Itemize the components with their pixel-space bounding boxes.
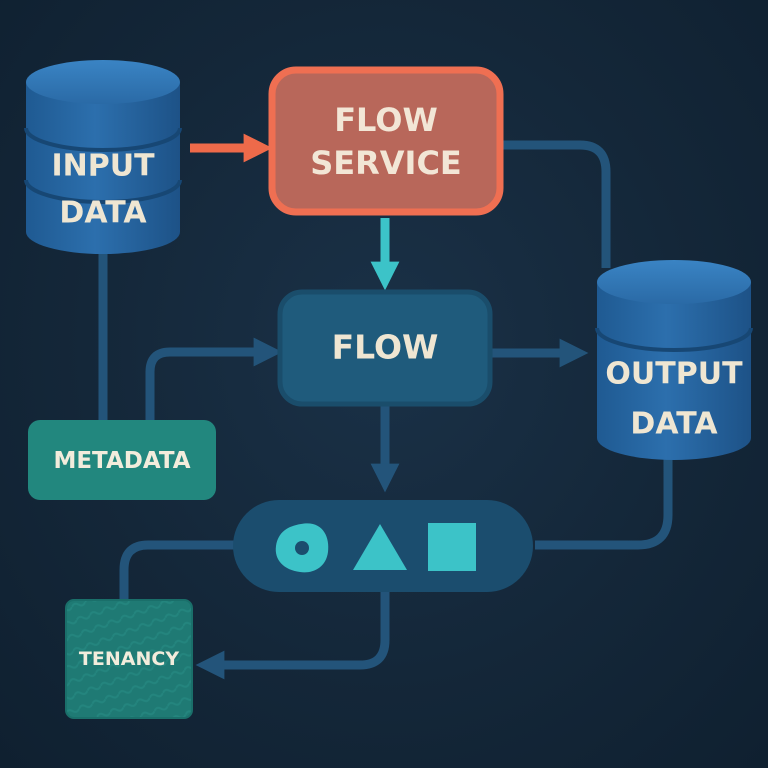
connector-output-to-shapesbar [535, 455, 673, 550]
blob-icon [275, 523, 329, 573]
connector-flowservice-to-output [500, 140, 611, 268]
connector-shapesbar-down-to-tenancy [195, 592, 390, 680]
connector-metadata-to-flow [145, 337, 283, 425]
metadata-label: METADATA [53, 448, 190, 474]
output-data-label-line1: OUTPUT [605, 357, 743, 392]
tenancy-box[interactable]: TENANCY [65, 599, 193, 719]
connectors [98, 133, 673, 680]
connector-shapesbar-to-tenancy [119, 540, 235, 600]
output-data-label-line2: DATA [630, 407, 718, 442]
flow-service-label-line2: SERVICE [310, 144, 462, 182]
tenancy-label: TENANCY [79, 648, 179, 670]
flow-box[interactable]: FLOW [277, 289, 493, 407]
metadata-box[interactable]: METADATA [28, 420, 216, 500]
flow-service-box[interactable]: FLOW SERVICE [268, 66, 504, 216]
flow-label: FLOW [332, 328, 439, 367]
input-data-label-line2: DATA [59, 196, 147, 231]
triangle-icon [353, 524, 407, 570]
square-icon [428, 523, 476, 571]
input-data-database[interactable]: INPUT DATA [24, 60, 182, 254]
shapes-bar[interactable] [233, 500, 533, 592]
output-data-database[interactable]: OUTPUT DATA [595, 260, 753, 460]
flow-service-label-line1: FLOW [334, 101, 438, 139]
input-data-label-line1: INPUT [51, 149, 155, 184]
